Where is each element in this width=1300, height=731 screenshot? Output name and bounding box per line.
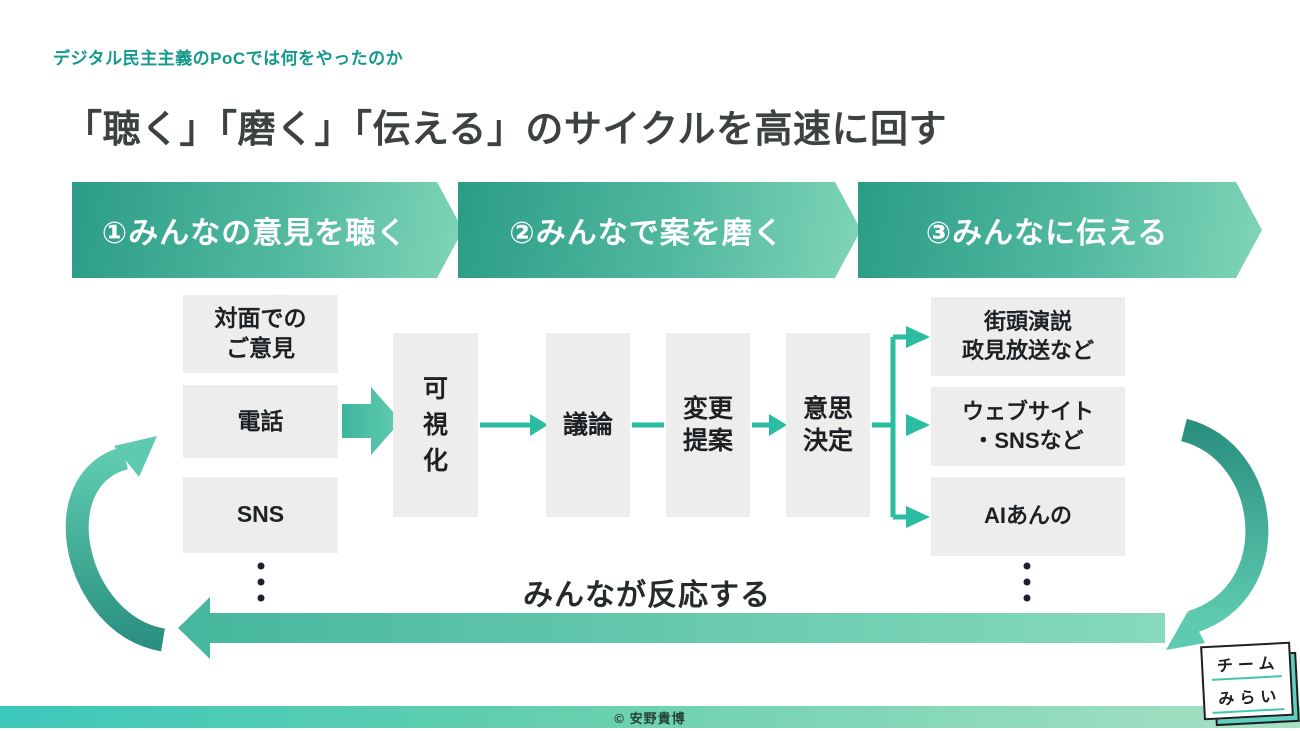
vertical-ellipsis-left	[257, 562, 265, 602]
feedback-label: みんなが反応する	[523, 579, 771, 612]
banner-polish: ②みんなで案を磨く	[458, 182, 861, 278]
banner-listen-label: ①みんなの意見を聴く	[101, 217, 408, 250]
logo-line-2: みらい	[1211, 681, 1285, 714]
vertical-ellipsis-right	[1023, 562, 1031, 602]
banner-tell-label: ③みんなに伝える	[925, 217, 1169, 250]
input-box-phone: 電話	[183, 385, 338, 458]
footer-copyright: © 安野貴博	[614, 710, 686, 726]
process-box-decision: 意思 決定	[786, 333, 870, 517]
banner-listen: ①みんなの意見を聴く	[72, 182, 463, 278]
cycle-arrow-left-head	[114, 436, 157, 477]
output-box-ai-anno: AIあんの	[931, 477, 1125, 556]
cycle-arrow-right	[1180, 418, 1269, 633]
output-box-website-sns: ウェブサイト ・SNSなど	[931, 387, 1125, 466]
banner-polish-label: ②みんなで案を磨く	[509, 217, 784, 250]
logo-card: チーム みらい	[1200, 641, 1294, 721]
input-box-sns: SNS	[183, 477, 338, 553]
process-box-visualization: 可 視 化	[393, 333, 478, 517]
cycle-arrow-left	[65, 446, 166, 652]
slide-title: 「聴く」「磨く」「伝える」のサイクルを高速に回す	[64, 109, 947, 151]
input-box-in-person: 対面での ご意見	[183, 295, 338, 373]
banner-tell: ③みんなに伝える	[858, 182, 1262, 278]
team-mirai-logo: チーム みらい	[1200, 641, 1300, 730]
footer-band: © 安野貴博	[0, 706, 1300, 728]
slide-eyebrow: デジタル民主主義のPoCでは何をやったのか	[53, 49, 404, 68]
logo-line-1: チーム	[1210, 648, 1283, 681]
process-box-discussion: 議論	[546, 333, 630, 517]
output-box-speeches: 街頭演説 政見放送など	[931, 297, 1125, 376]
process-box-change-proposal: 変更 提案	[666, 333, 750, 517]
